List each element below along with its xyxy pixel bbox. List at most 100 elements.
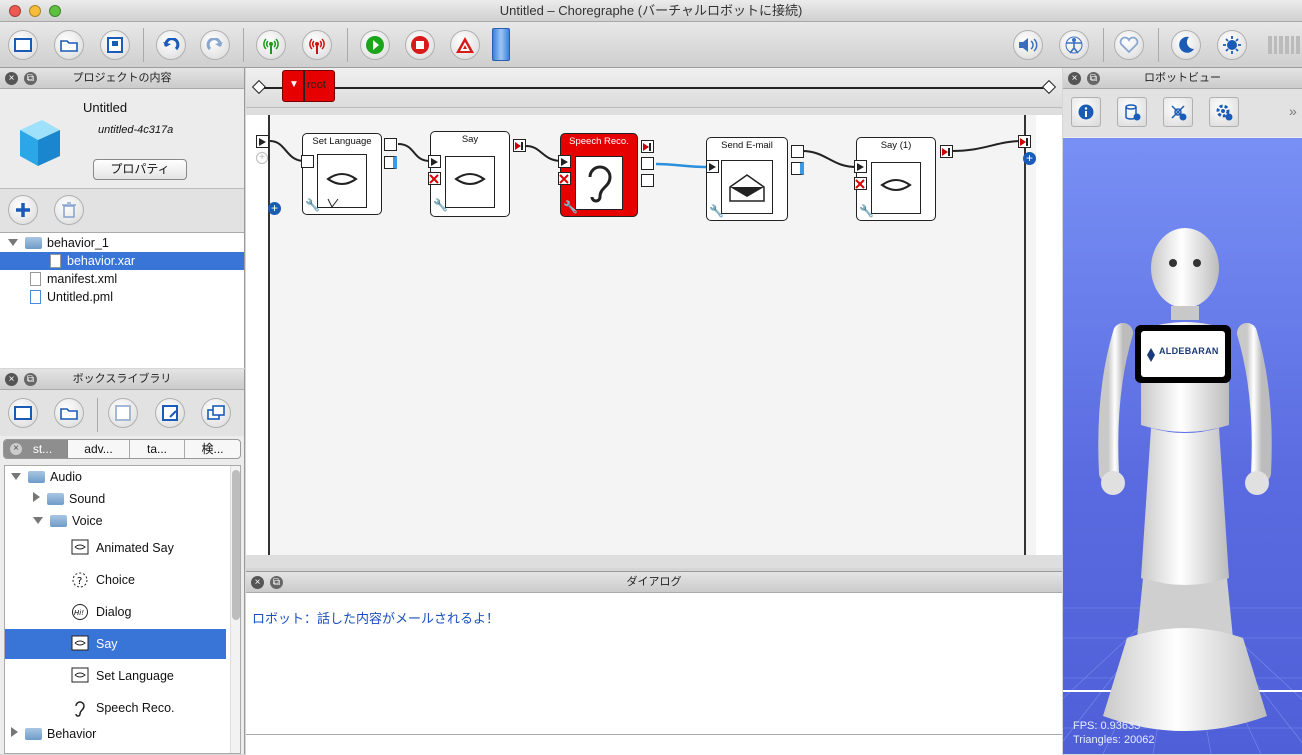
wake-up-button[interactable] xyxy=(1217,30,1247,60)
volume-slider-handle[interactable] xyxy=(492,28,510,61)
wrench-icon[interactable]: 🔧 xyxy=(859,204,874,218)
robot-info-button[interactable] xyxy=(1071,97,1101,127)
dialog-input[interactable] xyxy=(246,734,1062,755)
tab-advanced[interactable]: adv... xyxy=(68,440,130,458)
box-onstart-port[interactable] xyxy=(854,160,867,173)
robot-joints-button[interactable] xyxy=(1163,97,1193,127)
end-output-port[interactable] xyxy=(1018,135,1031,148)
box-onstop-port[interactable] xyxy=(428,172,441,185)
float-panel-icon[interactable]: ⧉ xyxy=(24,373,37,386)
open-library-button[interactable] xyxy=(54,398,84,428)
flow-box-say-1[interactable]: Say (1) 🔧 xyxy=(856,137,936,221)
wrench-icon[interactable]: 🔧 xyxy=(563,200,578,214)
stop-button[interactable] xyxy=(405,30,435,60)
save-project-button[interactable] xyxy=(100,30,130,60)
float-panel-icon[interactable]: ⧉ xyxy=(1087,72,1100,85)
undo-button[interactable] xyxy=(156,30,186,60)
float-panel-icon[interactable]: ⧉ xyxy=(270,576,283,589)
window-icon xyxy=(14,406,32,420)
tab-search[interactable]: 検... xyxy=(201,442,224,456)
box-word-output-port[interactable] xyxy=(641,157,654,170)
close-window-button[interactable] xyxy=(9,5,21,17)
tab-standard[interactable]: ×st... xyxy=(4,440,68,458)
add-output-icon[interactable]: + xyxy=(1023,152,1036,165)
breadcrumb-root[interactable]: ▼ root xyxy=(282,70,335,102)
tree-item-audio[interactable]: Audio xyxy=(11,468,82,486)
rest-button[interactable] xyxy=(1171,30,1201,60)
new-project-button[interactable] xyxy=(8,30,38,60)
box-onstop-port[interactable] xyxy=(854,177,867,190)
float-panel-icon[interactable]: ⧉ xyxy=(24,72,37,85)
library-box-animated-say[interactable]: Animated Say xyxy=(5,533,226,563)
play-button[interactable] xyxy=(360,30,390,60)
tree-item-behavior-xar[interactable]: behavior.xar xyxy=(0,252,244,270)
flow-box-send-email[interactable]: Send E-mail 🔧 xyxy=(706,137,788,221)
wrench-icon[interactable]: 🔧 xyxy=(709,204,724,218)
library-windows-button[interactable] xyxy=(201,398,231,428)
delete-item-button[interactable] xyxy=(54,195,84,225)
wrench-icon[interactable]: 🔧 xyxy=(305,198,320,212)
library-box-speech-reco[interactable]: Speech Reco. xyxy=(5,693,226,723)
box-output-port[interactable] xyxy=(641,140,654,153)
info-icon xyxy=(1078,104,1094,120)
redo-button[interactable] xyxy=(200,30,230,60)
robot-3d-view[interactable]: ALDEBARAN FPS: 0.93633 Triangles: 20062 xyxy=(1063,138,1302,754)
box-onstopped-port[interactable] xyxy=(940,145,953,158)
open-project-button[interactable] xyxy=(54,30,84,60)
tree-item-pml[interactable]: Untitled.pml xyxy=(30,288,113,306)
save-library-button[interactable] xyxy=(108,398,138,428)
flow-box-speech-reco[interactable]: Speech Reco. 🔧 xyxy=(560,133,638,217)
box-onstart-port[interactable] xyxy=(428,155,441,168)
close-panel-icon[interactable]: × xyxy=(1068,72,1081,85)
tree-item-sound[interactable]: Sound xyxy=(33,490,105,508)
robot-settings-button[interactable] xyxy=(1209,97,1239,127)
start-input-port[interactable] xyxy=(256,135,269,148)
new-library-button[interactable] xyxy=(8,398,38,428)
flow-box-set-language[interactable]: Set Language 🔧 xyxy=(302,133,382,215)
box-output-port[interactable] xyxy=(384,138,397,151)
tab-tablet[interactable]: ta... xyxy=(130,440,185,458)
add-parameter-icon[interactable]: + xyxy=(268,202,281,215)
toolbar-overflow-icon[interactable]: » xyxy=(1289,103,1297,119)
tree-item-manifest[interactable]: manifest.xml xyxy=(30,270,117,288)
project-id: untitled-4c317a xyxy=(98,124,174,136)
tree-item-behavior-1[interactable]: behavior_1 xyxy=(8,234,109,252)
box-input-port[interactable] xyxy=(301,155,314,168)
tree-item-behavior[interactable]: Behavior xyxy=(11,725,96,743)
add-item-button[interactable] xyxy=(8,195,38,225)
close-panel-icon[interactable]: × xyxy=(5,72,18,85)
close-tab-icon[interactable]: × xyxy=(10,443,22,455)
library-box-set-language[interactable]: Set Language xyxy=(5,661,226,691)
box-output-port[interactable] xyxy=(641,174,654,187)
close-panel-icon[interactable]: × xyxy=(251,576,264,589)
box-onstop-port[interactable] xyxy=(558,172,571,185)
box-output-port[interactable] xyxy=(791,145,804,158)
library-box-choice[interactable]: ?Choice xyxy=(5,565,226,595)
box-onstart-port[interactable] xyxy=(706,160,719,173)
volume-button[interactable] xyxy=(1013,30,1043,60)
tree-item-voice[interactable]: Voice xyxy=(33,512,103,530)
box-output-port[interactable] xyxy=(791,162,804,175)
save-as-library-button[interactable] xyxy=(155,398,185,428)
box-onstopped-port[interactable] xyxy=(513,139,526,152)
box-output-port[interactable] xyxy=(384,156,397,169)
scrollbar-thumb[interactable] xyxy=(232,470,240,620)
speech-bubble-icon xyxy=(871,162,921,214)
stiffness-button[interactable] xyxy=(1114,30,1144,60)
library-scrollbar[interactable] xyxy=(230,466,240,753)
debug-button[interactable] xyxy=(450,30,480,60)
box-onstart-port[interactable] xyxy=(558,155,571,168)
connect-robot-button[interactable] xyxy=(256,30,286,60)
zoom-window-button[interactable] xyxy=(49,5,61,17)
add-input-icon[interactable]: + xyxy=(256,152,268,164)
flow-box-say[interactable]: Say 🔧 xyxy=(430,131,510,217)
close-panel-icon[interactable]: × xyxy=(5,373,18,386)
properties-button[interactable]: プロパティ xyxy=(93,159,187,180)
autonomous-life-button[interactable] xyxy=(1059,30,1089,60)
library-box-say[interactable]: Say xyxy=(5,629,226,659)
robot-cylinder-button[interactable] xyxy=(1117,97,1147,127)
disconnect-robot-button[interactable] xyxy=(302,30,332,60)
wrench-icon[interactable]: 🔧 xyxy=(433,198,448,212)
library-box-dialog[interactable]: Hi!Dialog xyxy=(5,597,226,627)
minimize-window-button[interactable] xyxy=(29,5,41,17)
